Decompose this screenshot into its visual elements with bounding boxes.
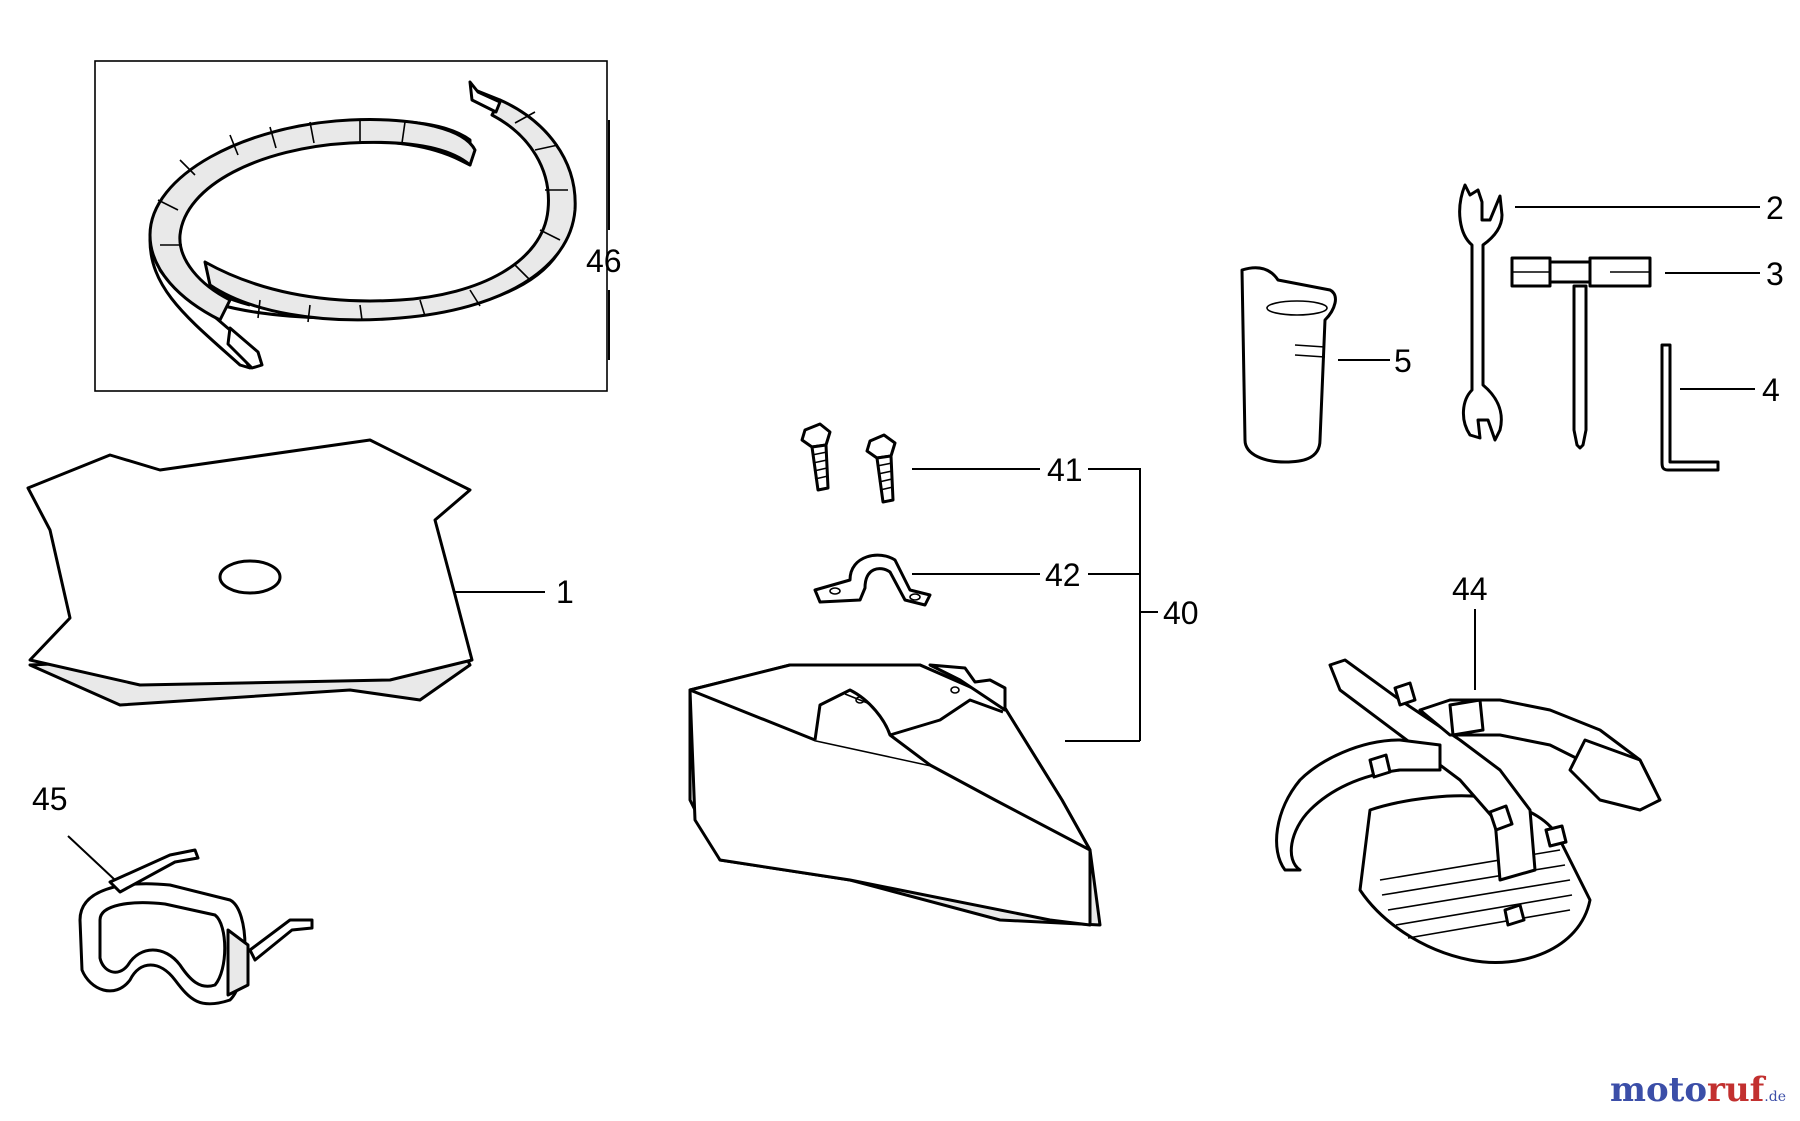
- callout-1: 1: [556, 574, 574, 610]
- callout-41: 41: [1047, 452, 1083, 488]
- callout-3: 3: [1766, 256, 1784, 292]
- t-wrench-icon: [1510, 256, 1652, 450]
- callout-45: 45: [32, 781, 68, 817]
- clamp-icon: [813, 553, 932, 607]
- safety-goggles-icon: [78, 848, 314, 1006]
- watermark-brand-a: moto: [1609, 1070, 1708, 1110]
- callout-44: 44: [1452, 571, 1488, 607]
- callout-40: 40: [1163, 595, 1199, 631]
- leader-line-45: [67, 835, 116, 881]
- callout-5: 5: [1394, 343, 1412, 379]
- callout-2: 2: [1766, 190, 1784, 226]
- blade-guard-assembly-icon: [688, 663, 1102, 927]
- callout-46: 46: [586, 243, 622, 279]
- four-tooth-blade-icon: [26, 438, 474, 707]
- mixing-bottle-icon: [1240, 266, 1337, 464]
- callout-4: 4: [1762, 372, 1780, 408]
- blade-cover-icon: [94, 60, 608, 392]
- bracket-40: [1088, 468, 1141, 741]
- callout-42: 42: [1045, 557, 1081, 593]
- bolt-icon: [800, 422, 897, 504]
- harness-icon: [1275, 658, 1662, 964]
- hex-key-icon: [1660, 343, 1720, 472]
- watermark-brand-b: ruf: [1707, 1070, 1765, 1110]
- open-end-wrench-icon: [1458, 183, 1504, 442]
- watermark-logo: motoruf.de: [1610, 1070, 1786, 1110]
- watermark-tld: .de: [1764, 1089, 1786, 1105]
